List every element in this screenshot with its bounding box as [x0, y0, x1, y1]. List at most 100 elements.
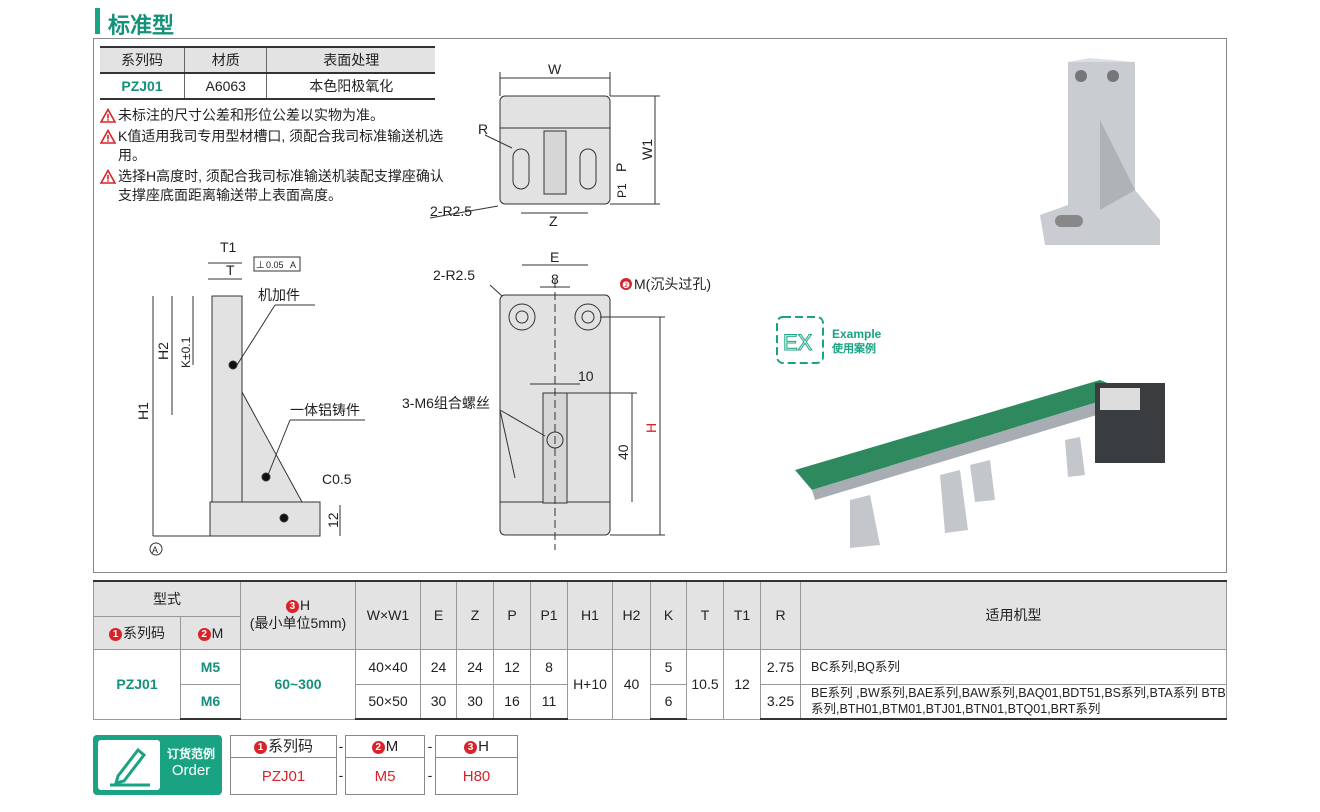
example-label-en: Example: [832, 327, 882, 341]
dim-e: E: [550, 249, 559, 265]
note: 选择H高度时, 须配合我司标准输送机装配支撑座确认支撑座底面距离输送带上表面高度…: [100, 167, 450, 205]
bracket-3d-image: [1040, 58, 1160, 245]
header-type: 型式: [93, 580, 241, 617]
label-screws: 3-M6组合螺丝: [402, 395, 490, 411]
cell-k: 6: [650, 684, 687, 720]
front-view-drawing: E 2-R2.5 8 ❷ M(沉头过孔) 10 3-M6组合螺丝 40 H: [402, 249, 711, 550]
dim-chamfer: C0.5: [322, 471, 352, 487]
cell-ww1: 40×40: [355, 649, 421, 685]
cell-t: 10.5: [686, 649, 724, 720]
separator: --: [337, 735, 345, 795]
tolerance-symbol: ⊥: [256, 260, 265, 271]
dim-slot-10: 10: [578, 368, 594, 384]
dim-t: T: [226, 262, 235, 278]
order-value: M5: [374, 768, 396, 785]
order-header: 系列码: [267, 738, 313, 755]
spec-header-surface: 表面处理: [266, 46, 435, 74]
example-badge: EX Example 使用案例: [776, 316, 882, 364]
example-badge-text: EX: [783, 330, 813, 355]
dim-k: K±0.1: [179, 336, 193, 368]
number-badge: 3: [285, 600, 299, 614]
cell-h1: H+10: [567, 649, 613, 720]
table-row: M6 50×50 30 30 16 11 6 3.25 BE系列 ,BW系列,B…: [94, 684, 1227, 720]
dim-corner-radius: 2-R2.5: [430, 203, 472, 219]
number-badge: 2: [371, 741, 385, 754]
dim-z: Z: [549, 213, 558, 229]
header-h2: H2: [612, 580, 651, 650]
dim-slot-width: 8: [551, 271, 559, 287]
cell-p: 16: [493, 684, 531, 720]
label-countersunk-hole: M(沉头过孔): [634, 276, 711, 292]
warning-icon: [100, 108, 116, 123]
dim-w: W: [548, 61, 562, 77]
notes: 未标注的尺寸公差和形位公差以实物为准。 K值适用我司专用型材槽口, 须配合我司标…: [100, 106, 450, 207]
dim-p1: P1: [615, 183, 629, 198]
dim-w1: W1: [639, 139, 655, 160]
header-m-label: M: [211, 624, 224, 641]
dash: -: [338, 767, 344, 783]
cell-m: M6: [180, 684, 241, 720]
page-title: 标准型: [108, 13, 175, 38]
title-accent-bar: [95, 8, 100, 34]
cell-k: 5: [650, 649, 687, 685]
cell-r: 3.25: [760, 684, 801, 720]
spec-series: PZJ01: [100, 73, 185, 100]
cell-ww1: 50×50: [355, 684, 421, 720]
technical-drawings: W R 2-R2.5 Z W1 P P1 T1 T ⊥ 0.05 A 机加件 H…: [135, 58, 1165, 556]
cell-p: 12: [493, 649, 531, 685]
side-view-drawing: T1 T ⊥ 0.05 A 机加件 H2 K±0.1 H1 一体铝铸件 C0.5…: [135, 239, 365, 556]
dim-40: 40: [615, 444, 631, 460]
order-value: PZJ01: [261, 768, 306, 785]
number-badge: 2: [197, 627, 211, 641]
order-value: H80: [462, 768, 491, 785]
note: K值适用我司专用型材槽口, 须配合我司标准输送机选用。: [100, 127, 450, 165]
dim-r: R: [478, 121, 488, 137]
label-machined-part: 机加件: [258, 287, 300, 303]
header-applicable-models: 适用机型: [800, 580, 1227, 650]
dim-h1: H1: [135, 402, 151, 420]
order-label-cn: 订货范例: [166, 747, 215, 761]
pencil-icon: [98, 740, 160, 790]
table-row: PZJ01 M5 60~300 40×40 24 24 12 8 H+10 40…: [93, 649, 1227, 720]
cell-r: 2.75: [760, 649, 801, 685]
cell-applicable-models: BE系列 ,BW系列,BAE系列,BAW系列,BAQ01,BDT51,BS系列,…: [800, 684, 1227, 720]
cell-applicable-models: BC系列,BQ系列: [800, 649, 1227, 685]
number-badge: ❷: [622, 280, 630, 290]
dim-h2: H2: [155, 342, 171, 360]
order-header: M: [385, 738, 399, 755]
dim-corner-radius: 2-R2.5: [433, 267, 475, 283]
warning-icon: [100, 169, 116, 184]
spec-header-series: 系列码: [100, 46, 185, 74]
dim-t1: T1: [220, 239, 237, 255]
cell-e: 24: [420, 649, 457, 685]
example-label-cn: 使用案例: [831, 341, 876, 355]
note-text: 未标注的尺寸公差和形位公差以实物为准。: [118, 107, 384, 123]
cell-series: PZJ01: [93, 649, 181, 720]
cell-z: 30: [456, 684, 494, 720]
order-header: H: [478, 738, 489, 755]
dash: -: [427, 767, 433, 783]
header-r: R: [760, 580, 801, 650]
top-view-drawing: W R 2-R2.5 Z W1 P P1: [429, 61, 660, 229]
datum-label: A: [152, 545, 158, 555]
header-t1: T1: [723, 580, 761, 650]
header-series-label: 系列码: [123, 624, 165, 641]
note: 未标注的尺寸公差和形位公差以实物为准。: [100, 106, 450, 125]
cell-e: 30: [420, 684, 457, 720]
label-cast-part: 一体铝铸件: [290, 402, 360, 418]
cell-p1: 8: [530, 649, 568, 685]
spec-surface: 本色阳极氧化: [266, 73, 435, 100]
spec-material: A6063: [183, 73, 267, 100]
cell-m: M5: [180, 649, 241, 685]
cell-h-range: 60~300: [240, 649, 356, 720]
dash: -: [338, 738, 344, 754]
separator: --: [426, 735, 434, 795]
order-label-en: Order: [171, 762, 211, 779]
header-k: K: [650, 580, 687, 650]
